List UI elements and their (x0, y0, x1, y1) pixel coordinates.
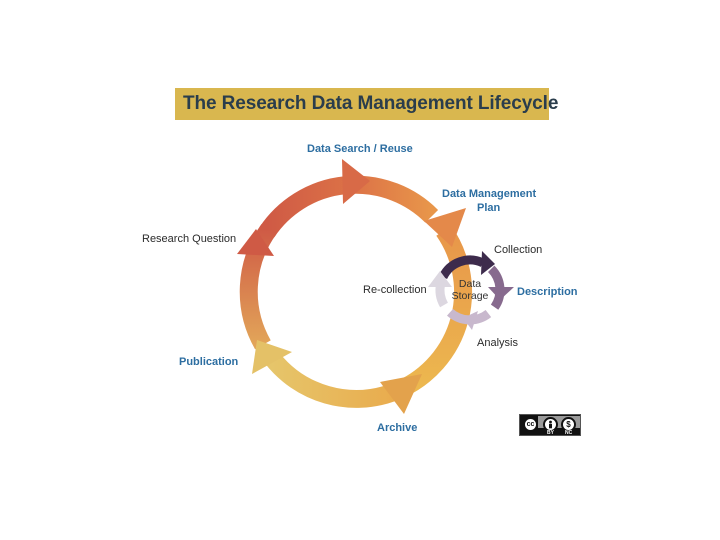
label-dmp-line2: Plan (477, 202, 501, 214)
by-tag: BY (547, 430, 554, 436)
label-dmp-line1: Data Management (442, 188, 537, 200)
outer-arc-bottom (265, 352, 396, 408)
outer-arrowhead-question (237, 229, 274, 256)
label-data-search-reuse: Data Search / Reuse (307, 143, 413, 155)
attribution-icon (543, 417, 558, 432)
inner-arrowhead-collection (481, 251, 495, 275)
label-publication: Publication (179, 356, 239, 368)
inner-arc-top (438, 255, 485, 280)
label-archive: Archive (377, 422, 418, 434)
person-icon (549, 420, 552, 429)
label-recollection: Re-collection (363, 284, 427, 296)
storage-label-line1: Data (459, 278, 481, 290)
label-analysis: Analysis (477, 337, 518, 349)
inner-arrowhead-recollection (428, 271, 452, 287)
nc-tag: NC (565, 430, 573, 436)
label-collection: Collection (494, 244, 543, 256)
inner-arc-left (435, 283, 449, 308)
label-description: Description (517, 286, 578, 298)
outer-arrowhead-dmp (424, 208, 466, 247)
noncommercial-icon: $ (561, 417, 576, 432)
cc-license-badge: cc $ BY NC (519, 414, 581, 436)
outer-arrowhead-archive (380, 374, 422, 414)
outer-arrowhead-publication (252, 340, 292, 374)
storage-label-line2: Storage (452, 290, 489, 302)
title-banner: The Research Data Management Lifecycle (175, 88, 558, 120)
outer-arrowhead-search (342, 159, 370, 204)
inner-arrowhead-analysis (463, 311, 478, 330)
label-research-question: Research Question (142, 233, 237, 245)
page-title: The Research Data Management Lifecycle (183, 93, 559, 114)
cc-icon: cc (523, 417, 538, 432)
inner-arrowhead-description (488, 287, 514, 300)
